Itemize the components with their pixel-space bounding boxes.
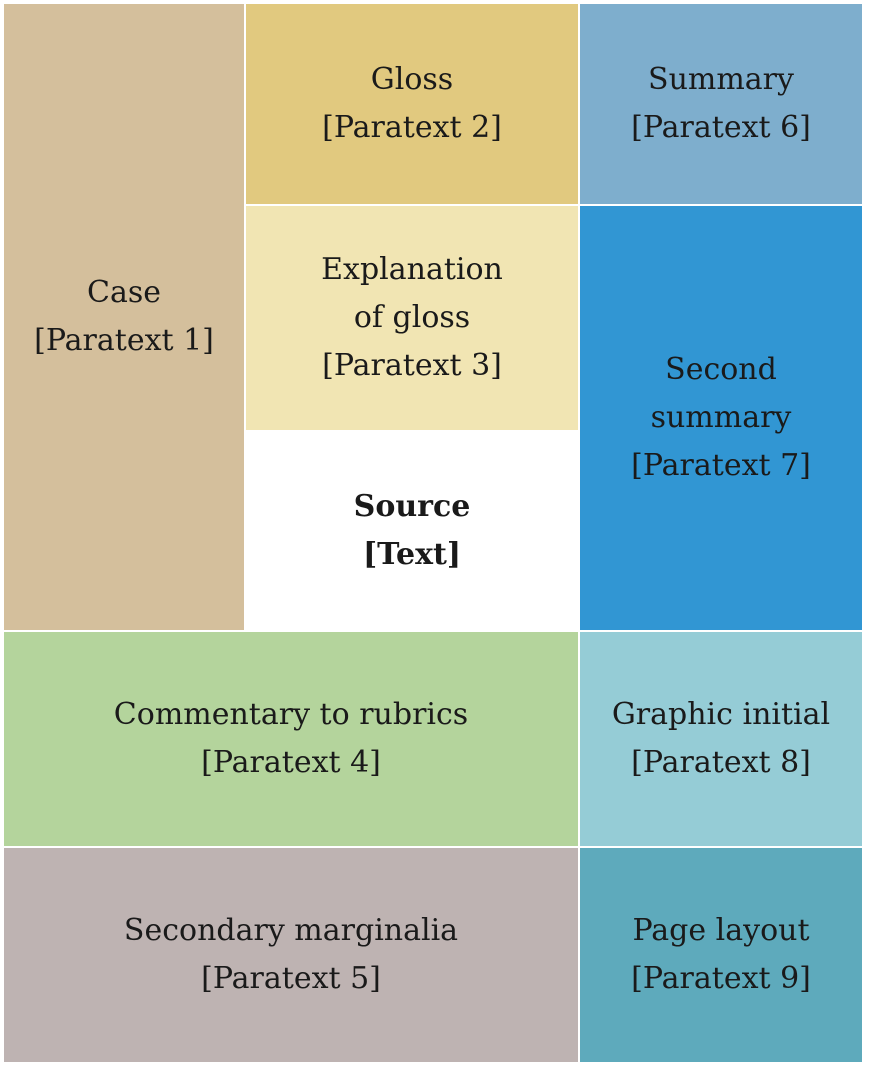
graphic-initial-label: [Paratext 8]: [631, 745, 811, 780]
source-block: Source [Text]: [246, 432, 578, 630]
summary-block: Summary [Paratext 6]: [580, 4, 862, 204]
source-label: [Text]: [362, 537, 462, 572]
case-label: [Paratext 1]: [34, 323, 214, 358]
page-layout-block: Page layout [Paratext 9]: [580, 848, 862, 1062]
explanation-title-2: of gloss: [353, 300, 471, 335]
second-summary-block: Second summary [Paratext 7]: [580, 206, 862, 630]
commentary-label: [Paratext 4]: [201, 745, 381, 780]
graphic-initial-block: Graphic initial [Paratext 8]: [580, 632, 862, 846]
second-summary-title-2: summary: [650, 400, 792, 435]
gloss-title: Gloss: [370, 62, 454, 97]
summary-title: Summary: [648, 62, 794, 97]
page-layout-label: [Paratext 9]: [631, 961, 811, 996]
gloss-block: Gloss [Paratext 2]: [246, 4, 578, 204]
explanation-label: [Paratext 3]: [322, 348, 502, 383]
case-block: Case [Paratext 1]: [4, 4, 244, 630]
explanation-title-1: Explanation: [321, 252, 503, 287]
second-summary-label: [Paratext 7]: [631, 448, 811, 483]
graphic-initial-title: Graphic initial: [611, 697, 831, 732]
secondary-marginalia-label: [Paratext 5]: [201, 961, 381, 996]
commentary-block: Commentary to rubrics [Paratext 4]: [4, 632, 578, 846]
page-layout-title: Page layout: [632, 913, 810, 948]
source-title: Source: [353, 489, 471, 524]
summary-label: [Paratext 6]: [631, 110, 811, 145]
commentary-title: Commentary to rubrics: [113, 697, 469, 732]
explanation-block: Explanation of gloss [Paratext 3]: [246, 206, 578, 430]
second-summary-title-1: Second: [665, 352, 777, 387]
gloss-label: [Paratext 2]: [322, 110, 502, 145]
secondary-marginalia-title: Secondary marginalia: [123, 913, 459, 948]
paratext-layout-diagram: Case [Paratext 1] Gloss [Paratext 2] Sum…: [4, 4, 862, 1066]
case-title: Case: [86, 275, 161, 310]
secondary-marginalia-block: Secondary marginalia [Paratext 5]: [4, 848, 578, 1062]
